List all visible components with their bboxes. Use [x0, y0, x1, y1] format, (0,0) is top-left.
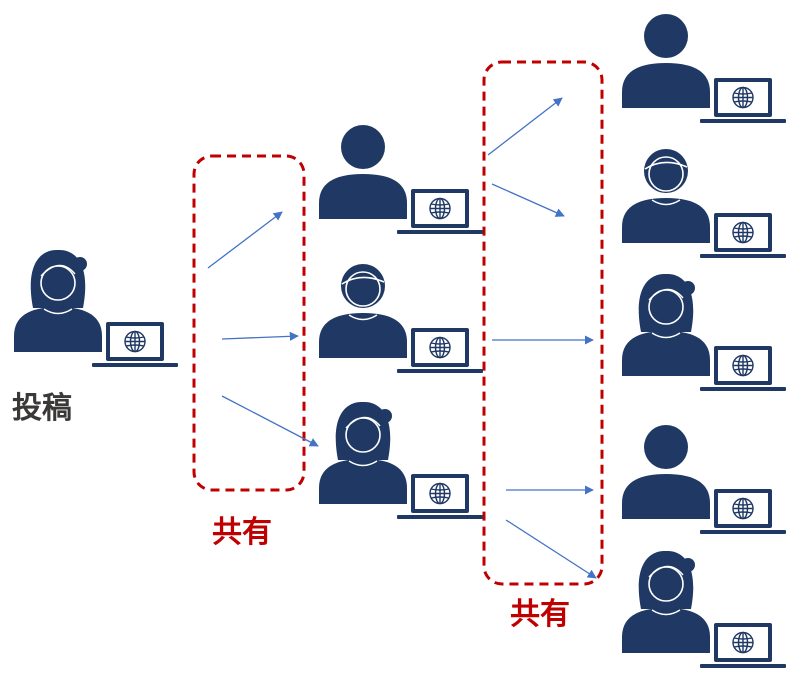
body-icon: [622, 331, 710, 376]
person-tier2-4: [622, 425, 786, 534]
laptop-icon: [92, 322, 178, 367]
post-label: 投稿: [12, 391, 72, 426]
laptop-icon: [397, 328, 483, 373]
body-icon: [622, 608, 710, 653]
body-icon: [14, 307, 102, 352]
globe-icon: [124, 330, 146, 353]
arrow: [221, 331, 299, 341]
laptop-icon: [397, 189, 483, 234]
laptop-icon: [700, 623, 786, 668]
person-poster: [14, 249, 178, 367]
bangs-line: [345, 416, 381, 429]
collar-line: [651, 609, 681, 616]
body-icon: [319, 174, 407, 219]
arrow: [207, 211, 283, 269]
laptop-icon: [700, 489, 786, 534]
share-box-1: [192, 154, 306, 492]
globe-icon: [732, 631, 754, 654]
share-label: 共有: [510, 597, 570, 632]
person-tier1-2: [319, 264, 483, 373]
person-tier2-3: [622, 273, 786, 391]
hair-line: [644, 161, 688, 170]
face-outline: [648, 156, 684, 192]
person-tier1-3: [319, 401, 483, 519]
body-icon: [319, 459, 407, 504]
globe-icon: [429, 197, 451, 220]
person-tier2-1: [622, 14, 786, 123]
bangs-line: [40, 264, 76, 277]
share-box-2: [482, 60, 604, 586]
collar-line: [348, 314, 378, 321]
laptop-icon: [700, 78, 786, 123]
bangs-line: [648, 565, 684, 578]
collar-line: [348, 460, 378, 467]
globe-icon: [732, 354, 754, 377]
body-icon: [622, 198, 710, 243]
globe-icon: [429, 482, 451, 505]
arrow: [221, 395, 319, 447]
globe-icon: [732, 497, 754, 520]
arrow: [505, 519, 597, 579]
body-icon: [319, 313, 407, 358]
face-outline: [345, 271, 381, 307]
arrow: [487, 97, 563, 156]
globe-icon: [429, 336, 451, 359]
person-tier2-5: [622, 550, 786, 668]
bangs-line: [648, 288, 684, 301]
hair-bun-icon: [681, 558, 695, 572]
globe-icon: [732, 86, 754, 109]
head-icon: [341, 125, 385, 169]
hair-bun-icon: [681, 281, 695, 295]
person-tier1-1: [319, 125, 483, 234]
body-icon: [622, 474, 710, 519]
person-tier2-2: [622, 149, 786, 258]
collar-line: [651, 199, 681, 206]
hair-line: [341, 276, 385, 285]
body-icon: [622, 63, 710, 108]
globe-icon: [732, 221, 754, 244]
collar-line: [43, 308, 73, 315]
hair-bun-icon: [378, 409, 392, 423]
head-icon: [644, 14, 688, 58]
share-label: 共有: [212, 515, 272, 550]
collar-line: [651, 332, 681, 339]
laptop-icon: [397, 474, 483, 519]
laptop-icon: [700, 346, 786, 391]
share-arrows: [207, 97, 597, 579]
hair-bun-icon: [73, 257, 87, 271]
laptop-icon: [700, 213, 786, 258]
people-layer: [14, 14, 786, 668]
head-icon: [644, 425, 688, 469]
arrow: [491, 183, 565, 217]
